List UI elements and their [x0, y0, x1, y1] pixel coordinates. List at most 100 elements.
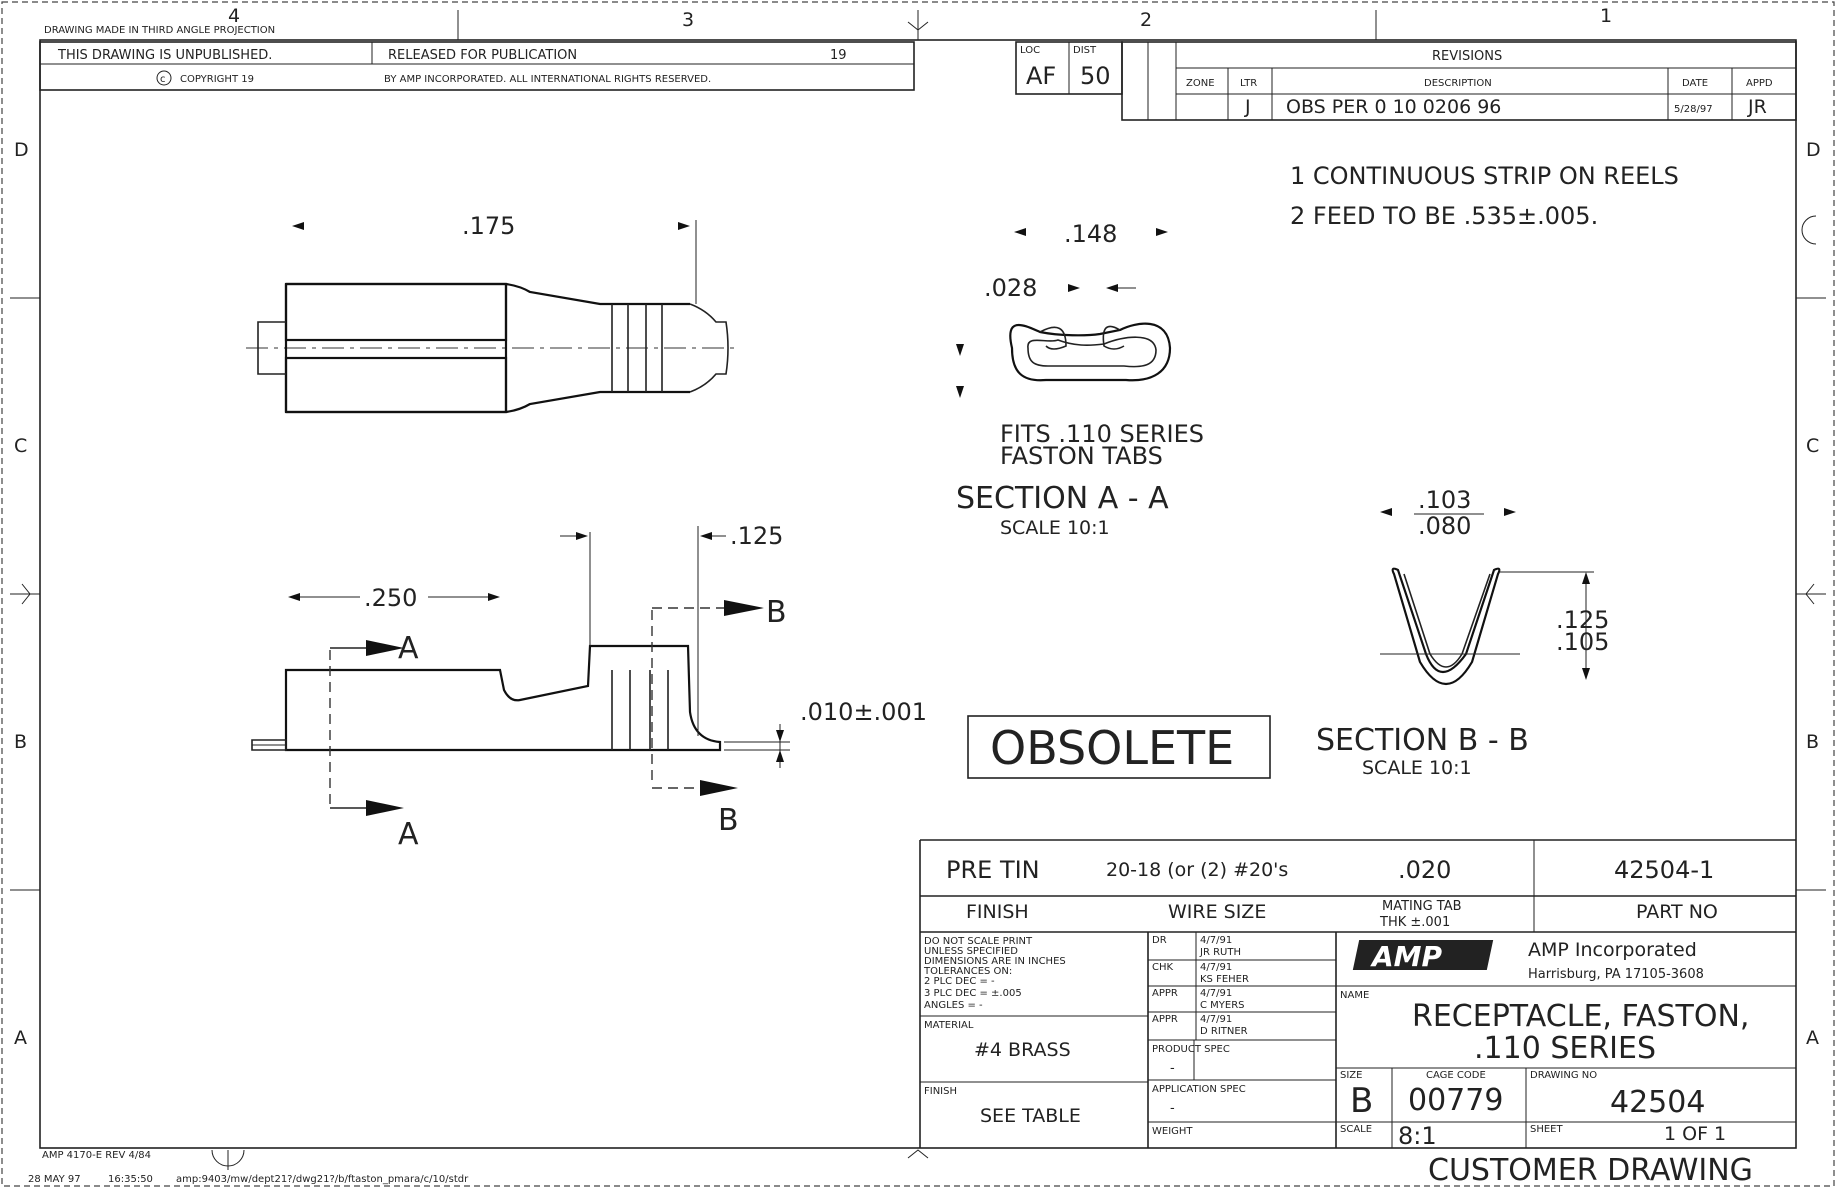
zone-top-4: 4 — [228, 5, 240, 27]
cage-code-value: 00779 — [1408, 1083, 1503, 1118]
dist-label: DIST — [1073, 45, 1097, 56]
name-label: NAME — [1340, 990, 1369, 1001]
copyright-icon-glyph: c — [160, 74, 166, 85]
revision-description: OBS PER 0 10 0206 96 — [1286, 96, 1501, 118]
center-mark-left-icon — [21, 583, 31, 605]
size-label: SIZE — [1340, 1070, 1362, 1081]
section-a-fits-line1: FITS .110 SERIES — [1000, 420, 1204, 448]
cage-code-label: CAGE CODE — [1426, 1070, 1486, 1081]
signoff-appr1-name: C MYERS — [1200, 1000, 1245, 1011]
signoff-chk-role: CHK — [1152, 962, 1174, 973]
table-header-mating-tab-1: MATING TAB — [1382, 899, 1462, 914]
revisions-header-date: DATE — [1682, 78, 1708, 89]
finish-label: FINISH — [924, 1086, 957, 1097]
release-year: 19 — [830, 48, 847, 63]
signoff-appr2-name: D RITNER — [1200, 1026, 1248, 1037]
zone-right-d: D — [1806, 139, 1821, 161]
unpublished-note: THIS DRAWING IS UNPUBLISHED. — [57, 48, 272, 63]
signoff-appr1-role: APPR — [1152, 988, 1178, 999]
signoff-chk-name: KS FEHER — [1200, 974, 1249, 985]
application-spec-label: APPLICATION SPEC — [1152, 1084, 1246, 1095]
loc-value: AF — [1026, 62, 1056, 90]
size-value: B — [1350, 1081, 1373, 1121]
section-a-fits-line2: FASTON TABS — [1000, 442, 1163, 470]
dim-section-b-width-top: .103 — [1418, 486, 1471, 514]
dim-section-b-height-bottom: .105 — [1556, 628, 1609, 656]
tolerance-line-2: UNLESS SPECIFIED — [924, 946, 1018, 957]
section-mark-b-top: B — [766, 595, 787, 630]
revision-ltr: J — [1244, 96, 1251, 118]
part-table — [919, 839, 1796, 1148]
drawing-no-value: 42504 — [1610, 1085, 1705, 1120]
section-b-scale: SCALE 10:1 — [1362, 757, 1472, 779]
signoff-appr2-date: 4/7/91 — [1200, 1014, 1232, 1025]
form-id: AMP 4170-E REV 4/84 — [42, 1150, 151, 1161]
revisions-block — [1121, 41, 1797, 121]
table-finish-value: PRE TIN — [946, 856, 1040, 884]
dim-section-a-width: .148 — [1064, 220, 1117, 248]
tolerance-line-7: ANGLES = - — [924, 1000, 983, 1011]
table-header-wire-size: WIRE SIZE — [1168, 901, 1266, 923]
print-time: 16:35:50 — [108, 1174, 153, 1185]
amp-logo: AMP — [1352, 940, 1494, 973]
table-mating-tab-value: .020 — [1398, 856, 1451, 884]
customer-drawing-label: CUSTOMER DRAWING — [1428, 1153, 1753, 1188]
revisions-header-zone: ZONE — [1186, 78, 1215, 89]
signoff-dr-date: 4/7/91 — [1200, 935, 1232, 946]
zone-top-2: 2 — [1140, 9, 1152, 31]
dim-thickness: .010±.001 — [800, 698, 927, 726]
loc-label: LOC — [1020, 45, 1040, 56]
product-spec-value: - — [1170, 1061, 1175, 1076]
zone-top-3: 3 — [682, 9, 694, 31]
tolerance-line-5: 2 PLC DEC = - — [924, 976, 995, 987]
note-1: 1 CONTINUOUS STRIP ON REELS — [1290, 162, 1679, 190]
table-part-no-value: 42504-1 — [1614, 856, 1714, 884]
zone-left-a: A — [14, 1027, 27, 1049]
section-a-view — [956, 228, 1172, 398]
header-block — [39, 41, 915, 91]
zone-left-d: D — [14, 139, 29, 161]
tolerance-line-6: 3 PLC DEC = ±.005 — [924, 988, 1022, 999]
signoff-appr2-role: APPR — [1152, 1014, 1178, 1025]
zone-right-b: B — [1806, 731, 1819, 753]
material-value: #4 BRASS — [974, 1039, 1071, 1061]
note-2: 2 FEED TO BE .535±.005. — [1290, 202, 1598, 230]
dim-section-a-gap: .028 — [984, 274, 1037, 302]
section-a-title: SECTION A - A — [956, 481, 1169, 516]
signoff-dr-name: JR RUTH — [1199, 947, 1241, 958]
revision-appd: JR — [1747, 96, 1767, 118]
zone-right-a: A — [1806, 1027, 1819, 1049]
title-name-line1: RECEPTACLE, FASTON, — [1412, 999, 1749, 1034]
release-note: RELEASED FOR PUBLICATION — [388, 48, 577, 63]
zone-ticks — [10, 10, 1826, 891]
zone-left-b: B — [14, 731, 27, 753]
center-mark-right-icon — [1805, 583, 1815, 605]
section-a-scale: SCALE 10:1 — [1000, 517, 1110, 539]
section-b-view — [1380, 508, 1594, 686]
finish-value: SEE TABLE — [980, 1105, 1081, 1127]
zone-right-c: C — [1806, 435, 1819, 457]
tolerance-line-3: DIMENSIONS ARE IN INCHES — [924, 956, 1066, 967]
scale-label: SCALE — [1340, 1124, 1372, 1135]
table-wire-size-value: 20-18 (or (2) #20's — [1106, 859, 1288, 881]
table-header-finish: FINISH — [966, 901, 1029, 923]
company-address: Harrisburg, PA 17105-3608 — [1528, 967, 1704, 982]
application-spec-value: - — [1170, 1101, 1175, 1116]
print-date: 28 MAY 97 — [28, 1174, 81, 1185]
obsolete-stamp-box — [967, 715, 1271, 779]
revisions-header-ltr: LTR — [1240, 78, 1257, 89]
zone-top-1: 1 — [1600, 5, 1612, 27]
tolerance-line-4: TOLERANCES ON: — [923, 966, 1012, 977]
dim-side-right: .125 — [730, 522, 783, 550]
revisions-title: REVISIONS — [1432, 49, 1502, 64]
signoff-appr1-date: 4/7/91 — [1200, 988, 1232, 999]
section-mark-b-bottom: B — [718, 803, 739, 838]
section-mark-a-top: A — [398, 631, 419, 666]
sheet-label: SHEET — [1530, 1124, 1564, 1135]
file-path: amp:9403/mw/dept21?/dwg21?/b/ftaston_pma… — [176, 1174, 469, 1185]
table-header-part-no: PART NO — [1636, 901, 1718, 923]
zone-left-c: C — [14, 435, 27, 457]
obsolete-stamp: OBSOLETE — [990, 721, 1234, 775]
